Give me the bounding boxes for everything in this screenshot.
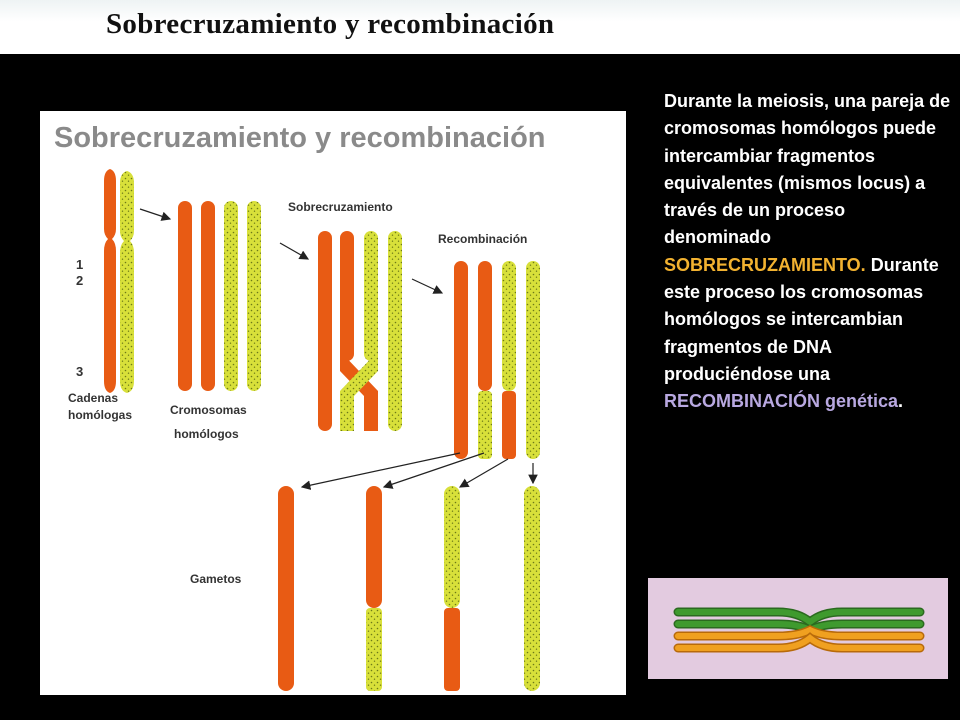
label-homologas: homólogas — [68, 408, 132, 422]
highlight-sobrecruzamiento: SOBRECRUZAMIENTO. — [664, 254, 866, 275]
label-gametos: Gametos — [190, 572, 242, 586]
label-cromosomas: Cromosomas — [170, 403, 247, 417]
strand-number-2: 2 — [76, 273, 83, 288]
strand-number-1: 1 — [76, 257, 83, 272]
chromatid-yellow — [120, 171, 134, 393]
stage-recombinacion: Recombinación — [300, 232, 540, 490]
stage-gametos: Gametos — [190, 486, 540, 691]
label-sobrecruzamiento: Sobrecruzamiento — [288, 200, 393, 214]
crossing-over-diagram: Sobrecruzamiento y recombinación 1 2 3 C… — [54, 122, 546, 691]
description-middle: Durante este proceso los cromosomas homó… — [664, 254, 939, 384]
figure-title: Sobrecruzamiento y recombinación — [54, 122, 546, 154]
label-recombinacion: Recombinación — [438, 232, 527, 246]
crossover-illustration — [648, 578, 948, 679]
label-homologos: homólogos — [174, 427, 239, 441]
label-cadenas: Cadenas — [68, 391, 118, 405]
strand-number-3: 3 — [76, 364, 83, 379]
stage-cromosomas: Cromosomas homólogos — [139, 201, 261, 441]
stage-sobrecruzamiento: Sobrecruzamiento — [279, 200, 402, 431]
slide-header: Sobrecruzamiento y recombinación — [0, 0, 960, 54]
highlight-recombinacion: RECOMBINACIÓN genética — [664, 391, 899, 412]
stage-cadenas: 1 2 3 Cadenas homólogas — [68, 169, 134, 422]
chromatid-orange — [104, 169, 116, 393]
slide-title: Sobrecruzamiento y recombinación — [106, 8, 555, 40]
crossover-strands — [673, 607, 925, 653]
description-end: . — [898, 391, 904, 412]
crossing-over-figure: Sobrecruzamiento y recombinación 1 2 3 C… — [40, 111, 626, 695]
description-intro: Durante la meiosis, una pareja de cromos… — [664, 91, 951, 248]
description-text: Durante la meiosis, una pareja de cromos… — [664, 88, 954, 416]
